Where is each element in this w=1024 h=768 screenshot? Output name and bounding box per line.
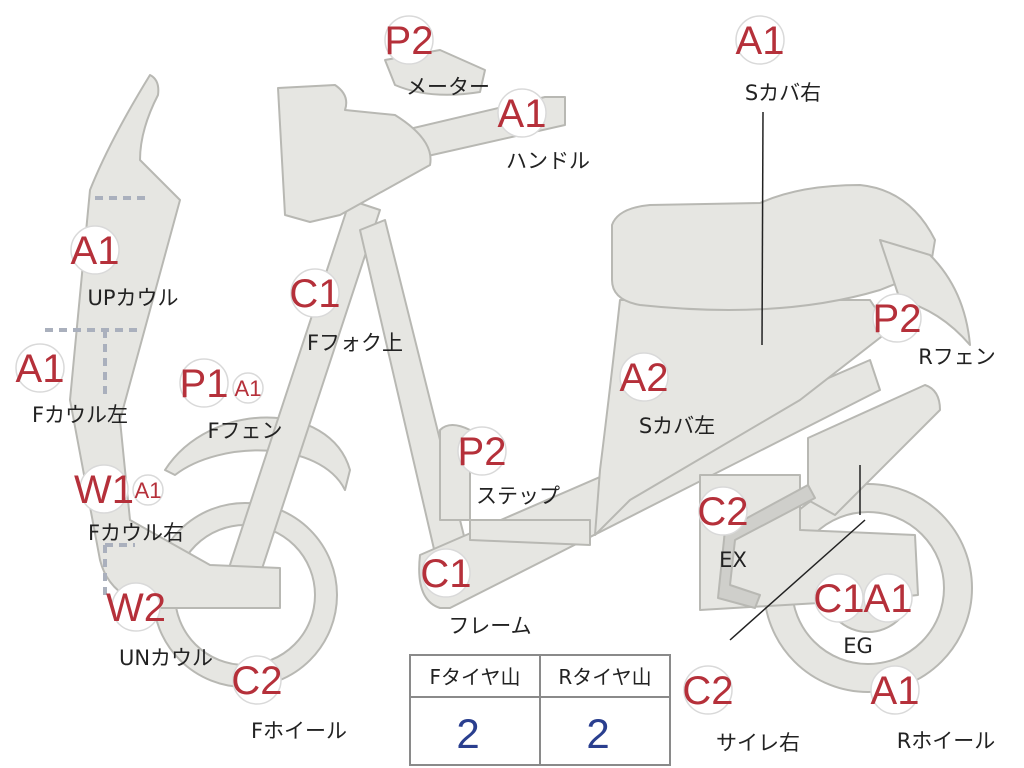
front-tire-header: Fタイヤ山 <box>430 665 521 689</box>
part-label-f-wheel: Fホイール <box>251 719 347 743</box>
part-label-frame: フレーム <box>448 614 531 638</box>
swing-arm-shape <box>807 384 941 516</box>
engine-shape <box>699 474 919 611</box>
seat-shape <box>611 184 936 311</box>
grade-badge-r-wheel: A1 <box>871 669 920 713</box>
part-label-meter: メーター <box>406 75 490 99</box>
grade-badge-s-cover-right: A1 <box>736 19 785 63</box>
part-label-step: ステップ <box>476 484 560 508</box>
grade-badge-up-cowl: A1 <box>71 229 120 273</box>
part-label-f-cowl-left: Fカウル左 <box>32 403 128 427</box>
rear-tire-value: 2 <box>586 710 609 757</box>
side-cover-shape <box>594 299 891 536</box>
grade-badge-circle <box>872 293 922 343</box>
part-label-handle: ハンドル <box>506 149 590 173</box>
grade-badge-circle <box>179 358 229 408</box>
grade-badge-meter: P2 <box>385 19 434 63</box>
grade-badge-f-wheel: C2 <box>231 659 282 703</box>
grade-badge-circle <box>870 665 920 715</box>
headlamp-shape <box>277 84 432 223</box>
part-label-engine: EG <box>843 634 873 658</box>
leader-s-cover-right <box>761 111 764 346</box>
grade-badge-circle <box>814 573 864 623</box>
grade-badge-un-cowl: W2 <box>106 586 166 630</box>
rear-tire-header: Rタイヤ山 <box>558 665 651 689</box>
grade-badge-circle <box>863 573 913 623</box>
part-annotation-frame: C1 フレーム <box>420 548 532 638</box>
grade-badge-circle <box>79 464 129 514</box>
grade-badge-circle <box>232 655 282 705</box>
exhaust-pipe-shape <box>717 484 816 609</box>
grade-badge-f-fork-upper: C1 <box>289 272 340 316</box>
part-label-f-cowl-right: Fカウル右 <box>88 521 184 545</box>
part-annotation-handle: A1 ハンドル <box>497 88 590 173</box>
step-board-shape <box>439 424 591 546</box>
part-label-f-fork-upper: Fフォク上 <box>307 331 403 355</box>
grade-badge-circle <box>132 474 164 506</box>
grade-badge-circle <box>15 343 65 393</box>
grade-badge-f-fender: P1 <box>180 362 229 406</box>
leader-muffler-right <box>729 519 866 641</box>
grade-badge-frame: C1 <box>420 552 471 596</box>
part-label-r-fender: Rフェン <box>918 345 996 369</box>
rear-fender-shape <box>879 239 971 346</box>
part-annotation-meter: P2 メーター <box>384 15 490 99</box>
front-tire-value: 2 <box>456 710 479 757</box>
grade-badge-handle: A1 <box>498 92 547 136</box>
grade-badge-engine: A1 <box>864 577 913 621</box>
frame-downtube-shape <box>359 219 471 576</box>
part-annotation-step: P2 ステップ <box>457 426 560 508</box>
part-label-un-cowl: UNカウル <box>119 646 213 670</box>
grade-badge-circle <box>457 426 507 476</box>
grade-badge-circle <box>290 268 340 318</box>
grade-badge-circle <box>70 225 120 275</box>
part-annotation-muffler-right: C2 サイレ右 <box>682 665 800 755</box>
grade-badge-f-cowl-right: A1 <box>135 478 162 503</box>
grade-badge-circle <box>384 15 434 65</box>
leader-lines <box>729 111 866 641</box>
grade-badge-f-cowl-left: A1 <box>16 347 65 391</box>
grade-badge-s-cover-left: A2 <box>620 356 669 400</box>
part-label-f-fender: Fフェン <box>207 419 282 443</box>
grade-badge-circle <box>421 548 471 598</box>
grade-badge-muffler-right: C2 <box>682 669 733 713</box>
grade-badge-circle <box>111 582 161 632</box>
part-label-up-cowl: UPカウル <box>87 286 178 310</box>
grade-badge-exhaust: C2 <box>697 490 748 534</box>
grade-badge-f-fender: A1 <box>235 376 262 401</box>
grade-badge-f-cowl-right: W1 <box>74 468 134 512</box>
grade-badge-step: P2 <box>458 430 507 474</box>
grade-badge-circle <box>683 665 733 715</box>
grade-badge-circle <box>232 372 264 404</box>
tire-tread-table: Fタイヤ山 Rタイヤ山 2 2 <box>409 654 671 766</box>
part-label-s-cover-left: Sカバ左 <box>639 414 715 438</box>
grade-badge-circle <box>497 88 547 138</box>
grade-badge-circle <box>619 352 669 402</box>
part-label-r-wheel: Rホイール <box>897 729 996 753</box>
grade-badge-circle <box>698 486 748 536</box>
grade-badge-r-fender: P2 <box>873 297 922 341</box>
part-label-s-cover-right: Sカバ右 <box>745 81 821 105</box>
part-label-muffler-right: サイレ右 <box>716 731 800 755</box>
grade-badge-circle <box>735 15 785 65</box>
grade-badge-engine: C1 <box>813 577 864 621</box>
part-label-exhaust: EX <box>719 548 747 572</box>
